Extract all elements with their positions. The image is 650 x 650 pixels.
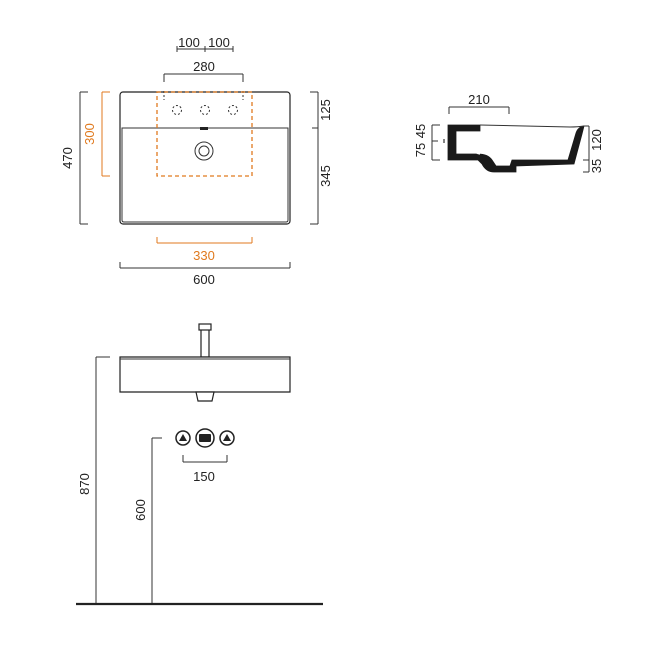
basin-section [447, 124, 585, 173]
top-view: 100 100 280 470 300 125 345 330 600 [60, 35, 333, 287]
valve-center-icon [195, 428, 215, 448]
cutout-outline [156, 91, 253, 177]
dim-deck: 125 [318, 99, 333, 121]
dim-right-b: 120 [589, 129, 604, 151]
dim-install-height: 870 [77, 473, 92, 495]
front-view: 150 870 600 [76, 323, 323, 606]
dim-hole-spacing-left: 100 [178, 35, 200, 50]
waste-outlet [195, 391, 215, 402]
dim-hole-spacing-right: 100 [208, 35, 230, 50]
dim-cutout-width: 330 [193, 248, 215, 263]
dim-supply-height: 600 [133, 499, 148, 521]
valve-left-icon [175, 430, 191, 446]
valve-right-icon [219, 430, 235, 446]
drain-icon [194, 141, 214, 161]
bowl-outline [121, 127, 289, 223]
dim-bowl: 345 [318, 165, 333, 187]
dim-depth: 210 [468, 92, 490, 107]
tap-hole-center-icon [200, 105, 210, 115]
dim-width-total: 600 [193, 272, 215, 287]
dim-left-b: 45 [413, 124, 428, 138]
dim-right-a: 35 [589, 159, 604, 173]
dim-left-a: 75 [413, 143, 428, 157]
supply-fittings [175, 428, 235, 448]
basin-front [119, 356, 291, 393]
dim-cutout-height: 300 [82, 123, 97, 145]
overflow-slot [200, 127, 208, 130]
side-view: 210 75 45 35 120 [413, 92, 604, 173]
dim-height-total: 470 [60, 147, 75, 169]
basin-outline [119, 91, 291, 225]
tap-hole-right-icon [228, 105, 238, 115]
dim-supply-spacing: 150 [193, 469, 215, 484]
dim-tap-zone: 280 [193, 59, 215, 74]
tap-hole-left-icon [172, 105, 182, 115]
